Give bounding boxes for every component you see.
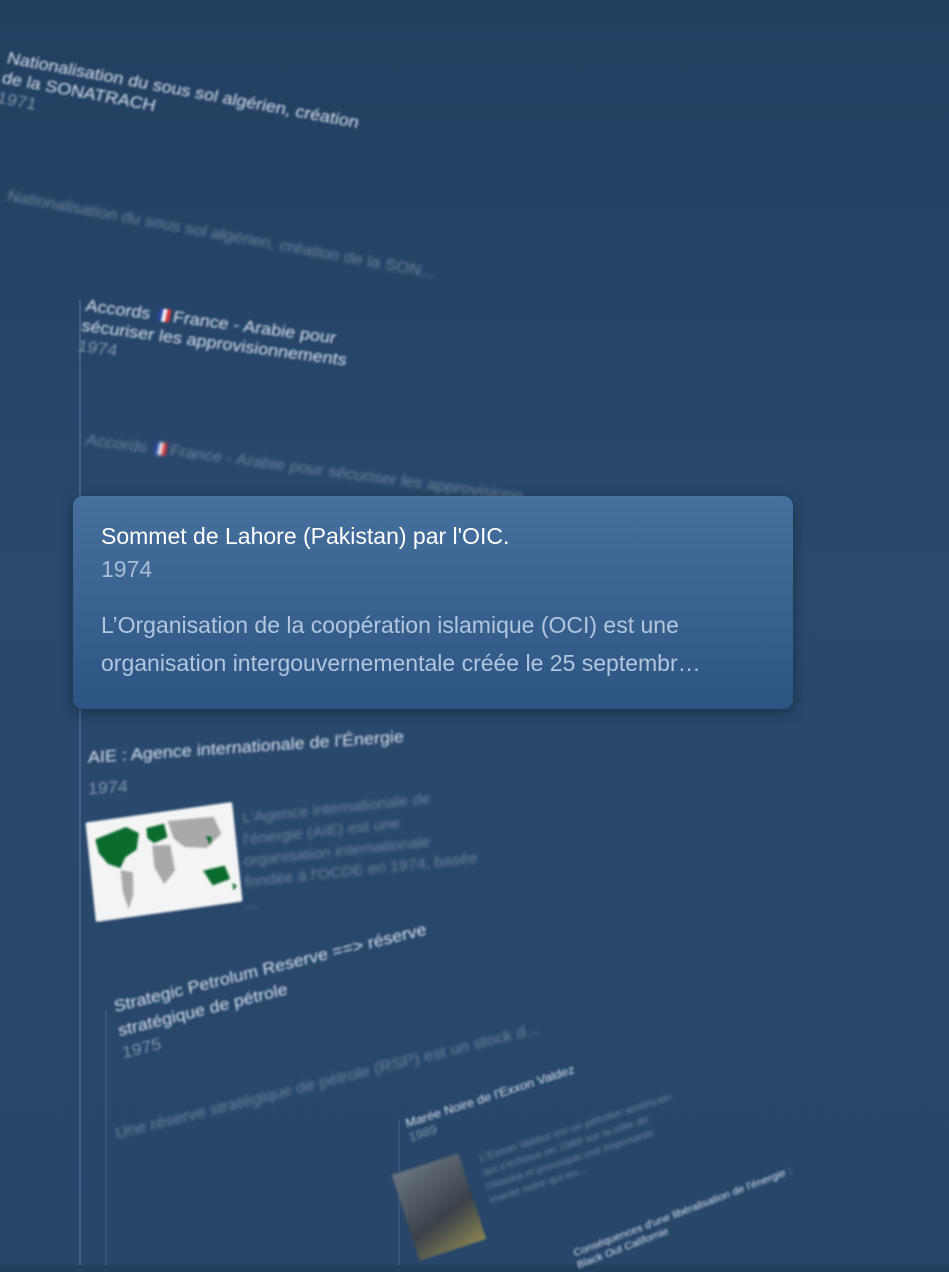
timeline-item-1[interactable]: Nationalisation du sous sol algérien, cr…: [0, 48, 423, 183]
item-description: L'Agence internationale de l'énergie (AI…: [242, 791, 478, 913]
card-year: 1974: [101, 556, 153, 582]
timeline-item-7[interactable]: Conséquences d'une libéralisation de l'é…: [572, 1162, 803, 1272]
item-year: 1974: [87, 776, 128, 799]
timeline-item-selected-card[interactable]: Sommet de Lahore (Pakistan) par l'OIC. 1…: [73, 496, 793, 709]
item-description: Nationalisation du sous sol algérien, cr…: [5, 186, 438, 282]
timeline-line-nested: [105, 1010, 107, 1265]
card-description: L’Organisation de la coopération islamiq…: [101, 612, 701, 676]
card-title: Sommet de Lahore (Pakistan) par l'OIC.: [101, 523, 510, 549]
item-title: Conséquences d'une libéralisation de l'é…: [572, 1165, 793, 1272]
timeline-item-4[interactable]: AIE : Agence internationale de l'Énergie…: [87, 727, 404, 799]
france-flag-icon: [153, 441, 169, 457]
france-flag-icon: [157, 308, 172, 323]
timeline-item-5[interactable]: Strategic Petrolum Reserve ==> réserve s…: [112, 903, 493, 1063]
oil-spill-photo: [391, 1153, 487, 1261]
world-map-thumbnail: [85, 801, 243, 923]
timeline-line: [79, 300, 81, 1265]
